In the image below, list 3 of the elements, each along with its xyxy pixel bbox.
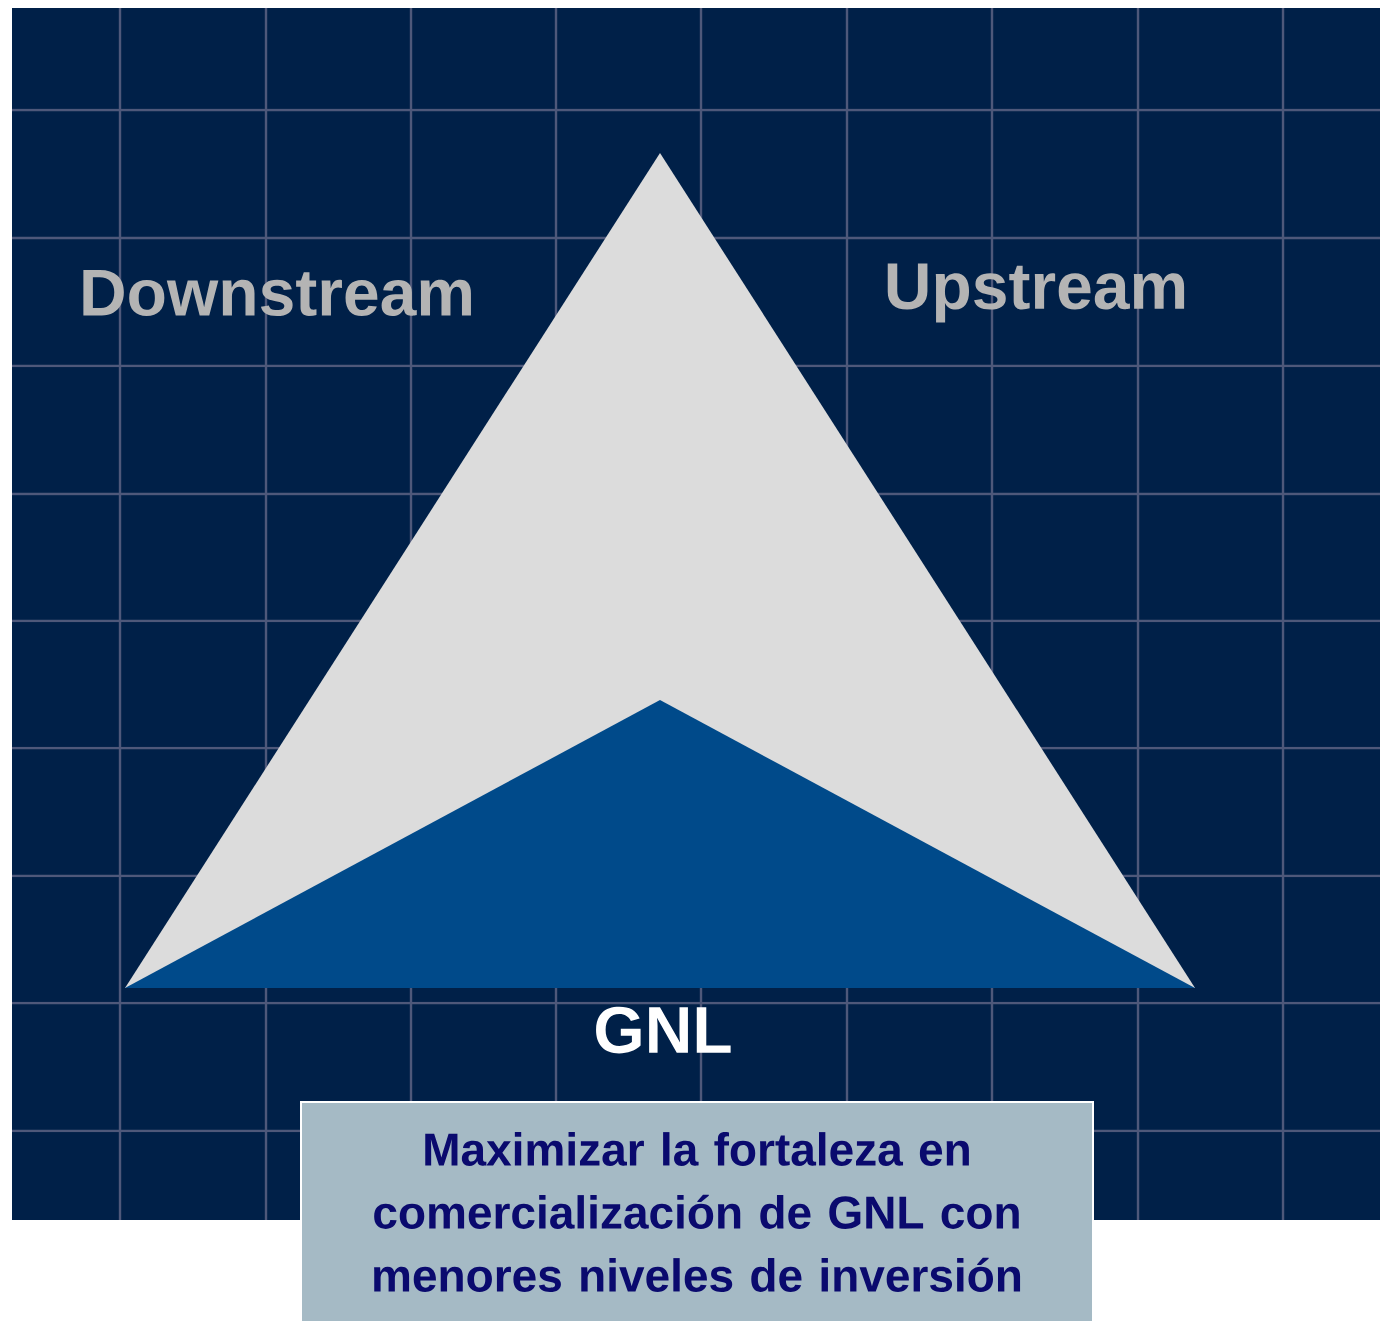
text-box: Maximizar la fortaleza en comercialización de GNL con menores niveles de inversión (300, 1101, 1094, 1323)
label: Downstream (83, 269, 471, 317)
label: Upstream (887, 263, 1185, 323)
